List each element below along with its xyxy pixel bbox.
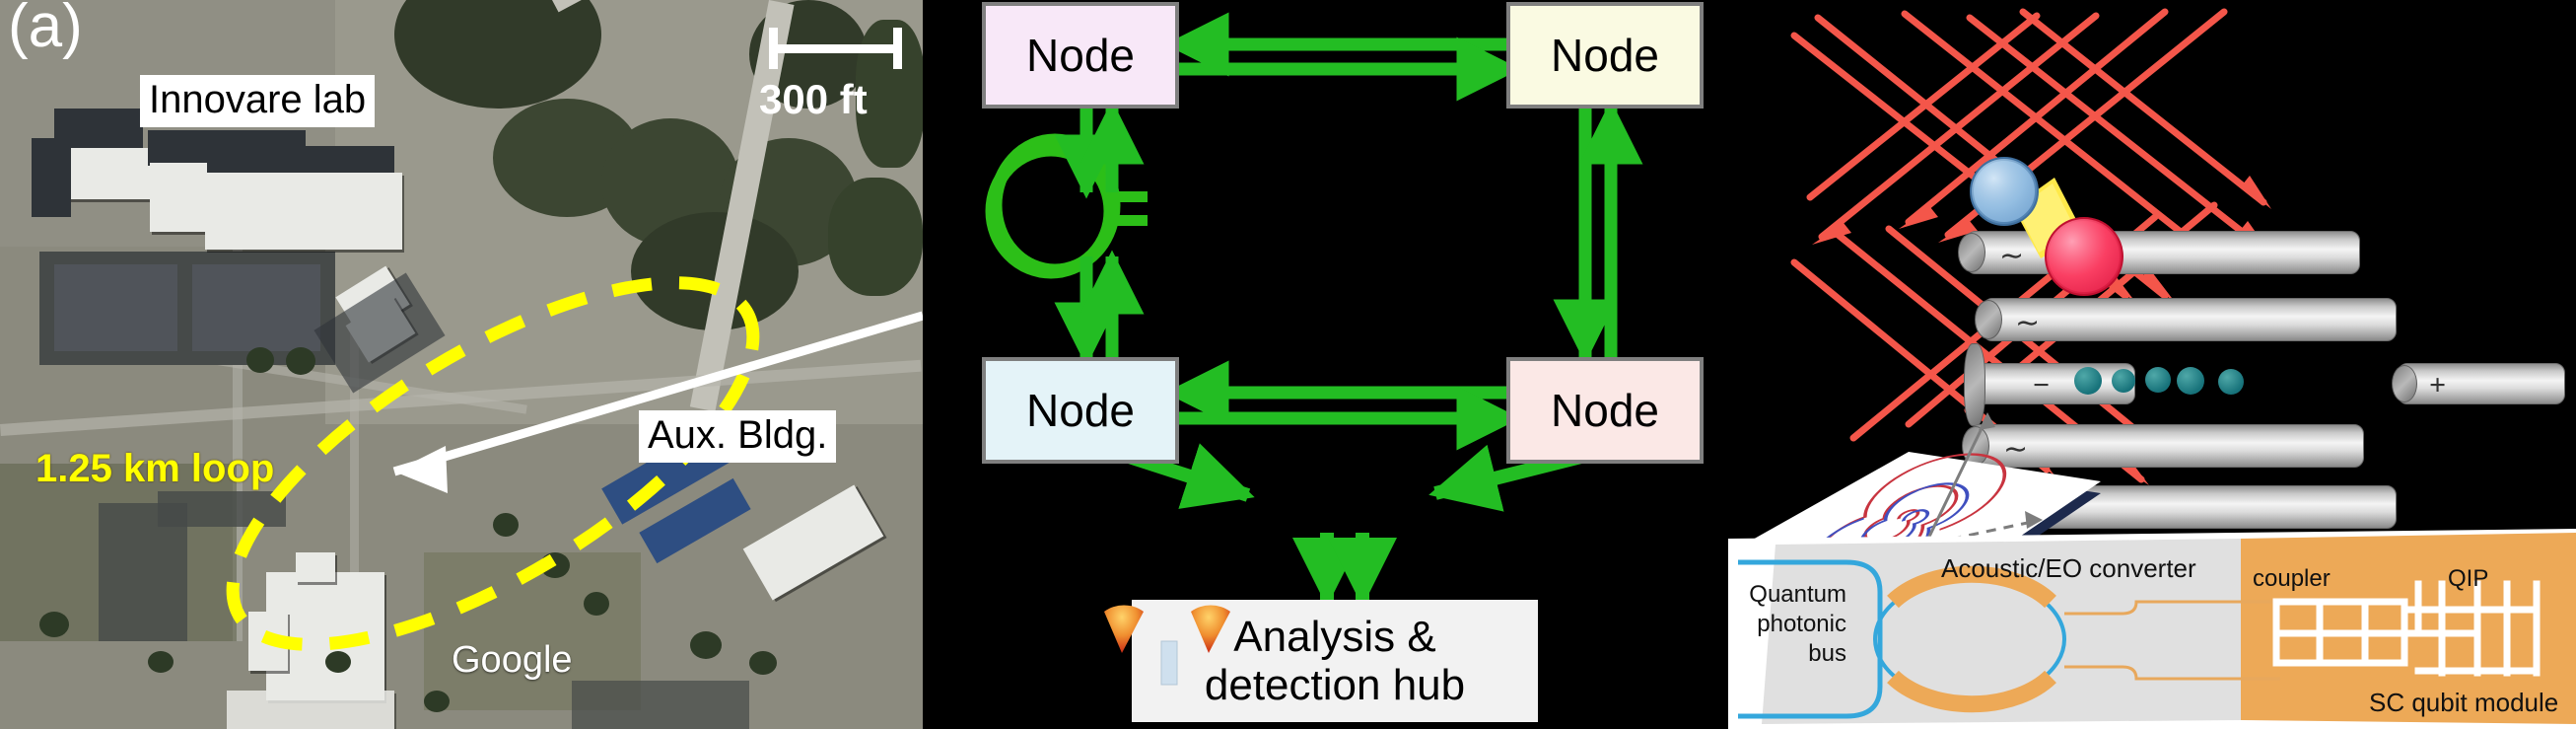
aux-bldg-leader-line	[392, 311, 923, 493]
node-label: Node	[1551, 385, 1659, 436]
panel-letter: (a)	[8, 0, 83, 60]
dc-plus-symbol: +	[2429, 369, 2447, 401]
label-loop-length: 1.25 km loop	[35, 447, 275, 490]
label-qip: QIP	[2448, 565, 2489, 592]
node-top-left[interactable]: Node	[982, 2, 1179, 109]
beamsplitter-icon	[1160, 640, 1178, 686]
hub-label-line1: Analysis &	[1233, 612, 1436, 661]
label-photonic-bus-line2: photonic	[1757, 611, 1846, 637]
node-top-right[interactable]: Node	[1506, 2, 1704, 109]
dc-endcap-left	[1976, 363, 2135, 404]
sc-qubit-module-panel: Quantum photonic bus Acoustic/EO convert…	[1728, 523, 2576, 729]
rod-cap	[2392, 365, 2417, 402]
satellite-map-panel: (a) Innovare lab Aux. Bldg. 1.25 km loop…	[0, 0, 923, 729]
rod-cap	[1975, 300, 2002, 339]
network-diagram-panel: Node Node Node Node Analysis & detection…	[923, 0, 1751, 729]
rf-electrode-3	[1970, 424, 2364, 468]
fiber-loop-outline	[226, 276, 760, 651]
node-label: Node	[1551, 30, 1659, 81]
rf-symbol: ∼	[2015, 307, 2041, 339]
trapped-ion	[2145, 367, 2171, 393]
node-bottom-left[interactable]: Node	[982, 357, 1179, 464]
entangled-pair-icon	[1970, 157, 2123, 296]
label-photonic-bus-line1: Quantum	[1749, 581, 1846, 608]
sc-module-art	[1728, 529, 2576, 729]
detector-icon	[1104, 605, 1144, 653]
scale-bar-label: 300 ft	[759, 76, 868, 122]
network-links	[1054, 12, 1643, 607]
label-acoustic-eo-converter: Acoustic/EO converter	[1941, 553, 2196, 583]
label-innovare-lab: Innovare lab	[140, 75, 376, 127]
trapped-ion	[2074, 367, 2102, 395]
rf-symbol: ∼	[1999, 240, 2025, 272]
label-sc-qubit-module: SC qubit module	[2369, 688, 2559, 717]
rf-symbol: ∼	[2003, 433, 2029, 466]
satellite-imagery	[0, 0, 923, 729]
detector-icon	[1191, 605, 1230, 653]
label-aux-bldg: Aux. Bldg.	[639, 410, 837, 463]
scale-bar	[769, 28, 902, 69]
rod-cap	[1958, 233, 1985, 272]
trapped-ion	[2177, 367, 2204, 395]
rf-electrode-2	[1983, 298, 2397, 341]
label-coupler: coupler	[2253, 565, 2331, 592]
node-label: Node	[1026, 30, 1135, 81]
node-bottom-right[interactable]: Node	[1506, 357, 1704, 464]
label-photonic-bus-line3: bus	[1808, 640, 1846, 667]
hub-label-line2: detection hub	[1204, 661, 1466, 709]
google-watermark: Google	[452, 639, 573, 681]
dc-minus-symbol: −	[2033, 369, 2051, 401]
node-label: Node	[1026, 385, 1135, 436]
trapped-ion	[2112, 369, 2135, 393]
trapped-ion	[2218, 369, 2244, 395]
detector-beamsplitter-cluster	[1104, 605, 1230, 686]
